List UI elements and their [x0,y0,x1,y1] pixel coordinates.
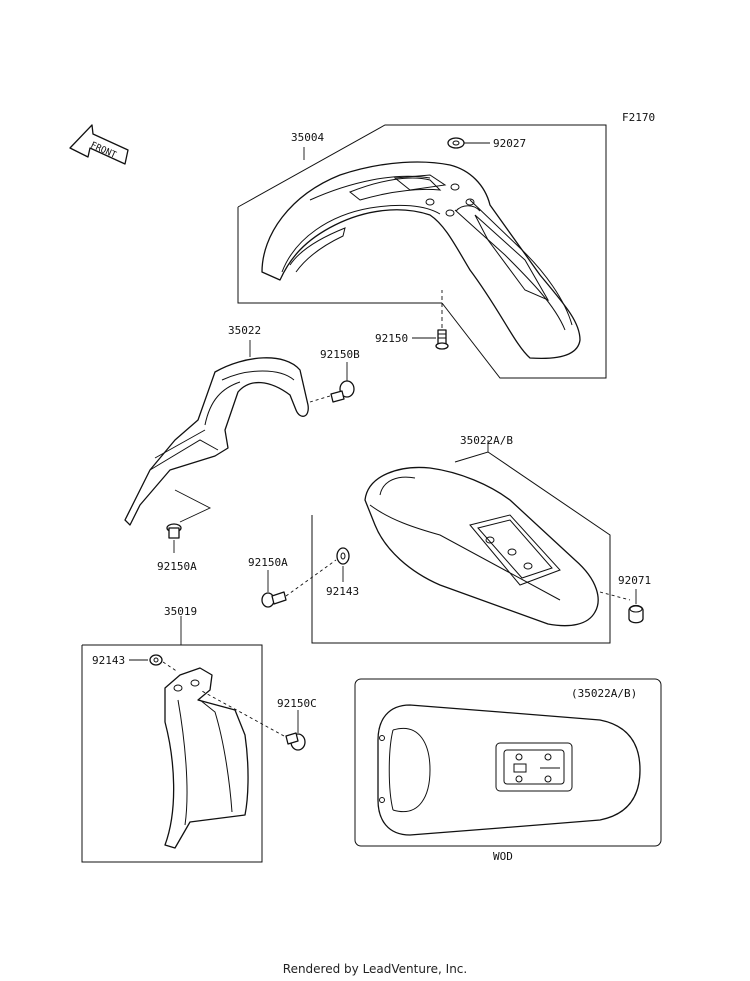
bolt-92150 [435,329,449,350]
label-92071: 92071 [618,574,651,587]
bolt-92150A-mid [261,591,287,608]
rear-fender-wod-view [377,704,641,836]
grommet-92027 [447,137,465,149]
group-box-35004 [237,207,442,304]
inset-wod [354,678,662,847]
bolt-92150A-left [166,523,182,539]
rear-fender-35022AB [364,466,599,627]
front-fender-35004 [261,161,581,360]
label-92143-mid: 92143 [326,585,359,598]
label-35019: 35019 [164,605,197,618]
label-35004: 35004 [291,131,324,144]
bolt-92150C [285,732,306,751]
label-92150B: 92150B [320,348,360,361]
front-fender-group [237,124,607,379]
inset-box [354,678,662,847]
label-92143-left: 92143 [92,654,125,667]
label-35022: 35022 [228,324,261,337]
label-92150A-left: 92150A [157,560,197,573]
group-box-35022AB [311,451,611,644]
guard-group [81,616,306,863]
inset-label: (35022A/B) [571,687,637,700]
label-92027: 92027 [493,137,526,150]
footer-credit: Rendered by LeadVenture, Inc. [282,962,468,976]
bolt-92150B [330,380,355,403]
mud-flap-group [124,340,355,553]
grommet-92071 [628,604,644,624]
guard-35019 [164,667,249,849]
inset-caption: WOD [493,850,513,863]
washer-92143-left [149,654,163,666]
label-35022AB: 35022A/B [460,434,513,447]
washer-92143-mid [336,547,350,565]
front-arrow-icon: FRONT [69,124,129,165]
mud-flap-35022 [124,357,309,526]
group-box-35019 [81,644,263,863]
rear-fender-group [261,440,644,644]
diagram-code: F2170 [622,111,655,124]
label-92150A-mid: 92150A [248,556,288,569]
label-92150C: 92150C [277,697,317,710]
label-92150: 92150 [375,332,408,345]
